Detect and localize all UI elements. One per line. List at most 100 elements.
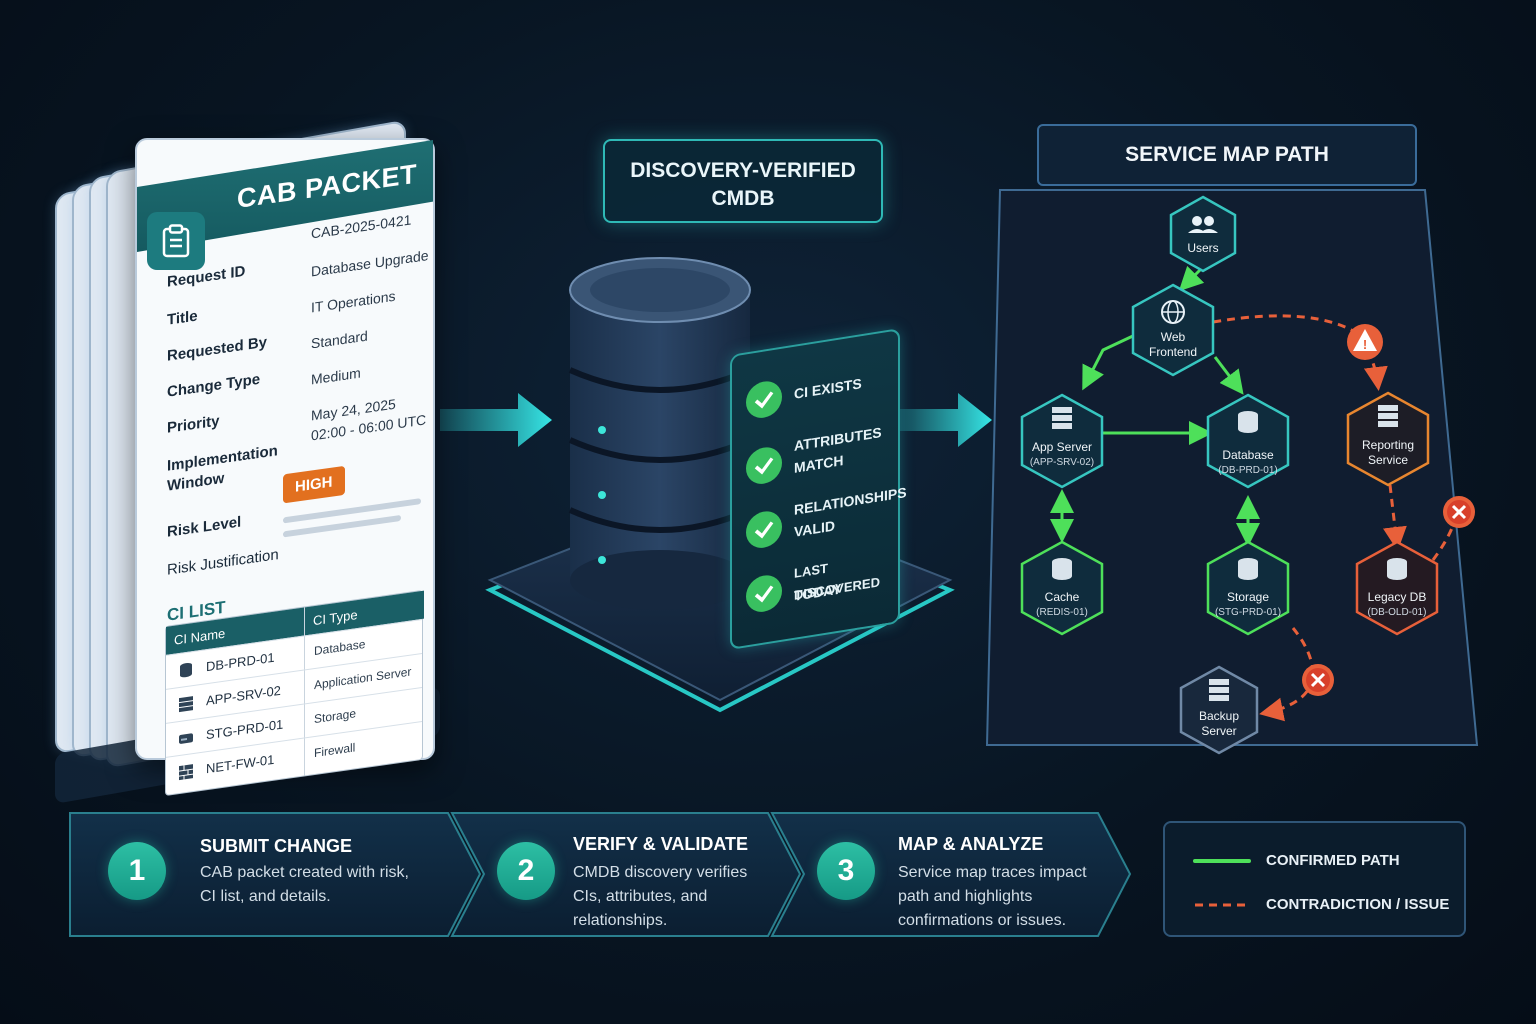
field-label: Risk Level [167,513,242,541]
storage-icon [179,733,193,744]
node-reporting-service[interactable] [1346,391,1430,487]
steps-chevrons [69,812,1132,937]
node-label-line: Service [1367,453,1408,467]
ci-name: APP-SRV-02 [206,682,281,709]
node-label-line: Storage [1226,590,1270,604]
node-label: Storage (STG-PRD-01) [1203,590,1293,620]
field-label: Title [167,307,198,329]
legend-confirmed-label: CONFIRMED PATH [1266,852,1400,869]
node-label: Legacy DB (DB-OLD-01) [1352,590,1442,620]
cmdb-title-line: DISCOVERY-VERIFIED [630,159,856,182]
field-value: Database Upgrade [311,247,429,280]
service-map-panel: ! [985,189,1479,755]
cab-packet-title: CAB PACKET [237,158,417,214]
node-label-line: App Server [1031,440,1093,454]
node-database[interactable] [1206,393,1290,489]
ci-name: NET-FW-01 [206,751,275,777]
step-title: MAP & ANALYZE [898,834,1044,854]
cab-packet-card[interactable]: CAB PACKET Request ID CAB-2025-0421 Titl… [135,138,435,797]
node-label-line: Reporting [1361,438,1415,452]
node-legacy-db[interactable] [1355,540,1439,636]
step-title: VERIFY & VALIDATE [573,834,749,854]
checkmark-icon [746,378,782,421]
field-label: Priority [167,412,220,437]
step-title: SUBMIT CHANGE [200,836,352,856]
ci-type: Firewall [314,740,356,761]
warning-icon: ! [1347,324,1383,360]
ci-name: STG-PRD-01 [206,716,284,743]
legend: CONFIRMED PATH CONTRADICTION / ISSUE [1163,821,1466,937]
node-storage[interactable] [1206,540,1290,636]
legend-issue-line [1195,903,1249,907]
node-sublabel: (DB-OLD-01) [1367,607,1427,618]
checkmark-icon [746,444,782,487]
ci-name: DB-PRD-01 [206,649,275,675]
node-web-frontend[interactable] [1131,283,1215,377]
table-row[interactable]: APP-SRV-02 Application Server [166,652,422,723]
node-sublabel: (DB-PRD-01) [1218,465,1278,476]
node-label: Database (DB-PRD-01) [1203,448,1293,478]
node-label-line: Backup [1198,709,1240,723]
step-number-badge: 3 [817,842,875,900]
node-label: App Server (APP-SRV-02) [1017,440,1107,470]
verification-checklist: CI EXISTS ATTRIBUTES MATCH RELATIONSHIPS… [730,328,907,650]
field-label: Requested By [167,333,268,365]
field-value: IT Operations [311,287,396,316]
svg-text:!: ! [1363,337,1367,352]
database-icon [180,662,192,678]
server-icon [179,696,193,713]
node-label-line: Frontend [1148,345,1198,359]
table-row[interactable]: DB-PRD-01 Database [166,618,422,689]
node-label: Users [1187,241,1219,255]
flow-arrow-right-icon [440,393,552,447]
field-value: Standard [311,327,368,352]
legend-confirmed-line [1193,859,1251,863]
node-sublabel: (STG-PRD-01) [1214,607,1282,618]
service-map-title: SERVICE MAP PATH [1037,124,1417,186]
table-row[interactable]: STG-PRD-01 Storage [166,686,422,757]
node-cache[interactable] [1020,540,1104,636]
check-label: CI EXISTS [794,375,862,402]
risk-level-badge: HIGH [283,465,345,504]
node-backup-server[interactable] [1179,665,1259,755]
field-label: Request ID [167,262,246,291]
step-number-badge: 2 [497,842,555,900]
firewall-icon [179,764,193,781]
legend-issue-label: CONTRADICTION / ISSUE [1266,896,1450,913]
node-app-server[interactable] [1020,393,1104,489]
error-x-icon [1443,496,1475,528]
node-sublabel: (REDIS-01) [1036,607,1088,618]
checkmark-icon [746,508,782,551]
node-users[interactable] [1169,195,1237,273]
node-label-line: Cache [1044,590,1080,604]
error-x-icon [1302,664,1334,696]
clipboard-icon [147,212,205,270]
cmdb-title: DISCOVERY-VERIFIED CMDB [603,139,883,223]
node-label: Web Frontend [1133,330,1213,360]
step-description: CMDB discovery verifies CIs, attributes,… [573,864,748,929]
field-value: CAB-2025-0421 [311,211,412,242]
node-label-line: Database [1222,448,1274,462]
table-row[interactable]: NET-FW-01 Firewall [166,720,422,791]
node-label: Cache (REDIS-01) [1017,590,1107,620]
node-label-line: Server [1201,724,1237,738]
checkmark-icon [746,572,782,615]
field-label: Change Type [167,370,261,401]
ci-type: Storage [314,706,357,727]
cmdb-title-line: CMDB [711,187,775,210]
step-description: CAB packet created with risk, CI list, a… [200,864,409,905]
node-sublabel: (APP-SRV-02) [1029,457,1095,468]
step-description: Service map traces impact path and highl… [898,864,1087,929]
node-label-line: Legacy DB [1367,590,1427,604]
check-label: RELATIONSHIPS [794,484,907,518]
ci-type: Database [314,636,366,659]
step-number-badge: 1 [108,842,166,900]
field-label: Risk Justification [167,546,279,579]
node-label-line: Web [1160,330,1186,344]
node-label: Backup Server [1179,709,1259,739]
field-value: Medium [311,364,361,388]
ci-type: Application Server [314,664,412,693]
ci-table: CI Name CI Type DB-PRD-01 Database APP-S… [165,589,424,797]
node-label: Reporting Service [1343,438,1433,468]
flow-arrow-right-icon [900,393,992,447]
